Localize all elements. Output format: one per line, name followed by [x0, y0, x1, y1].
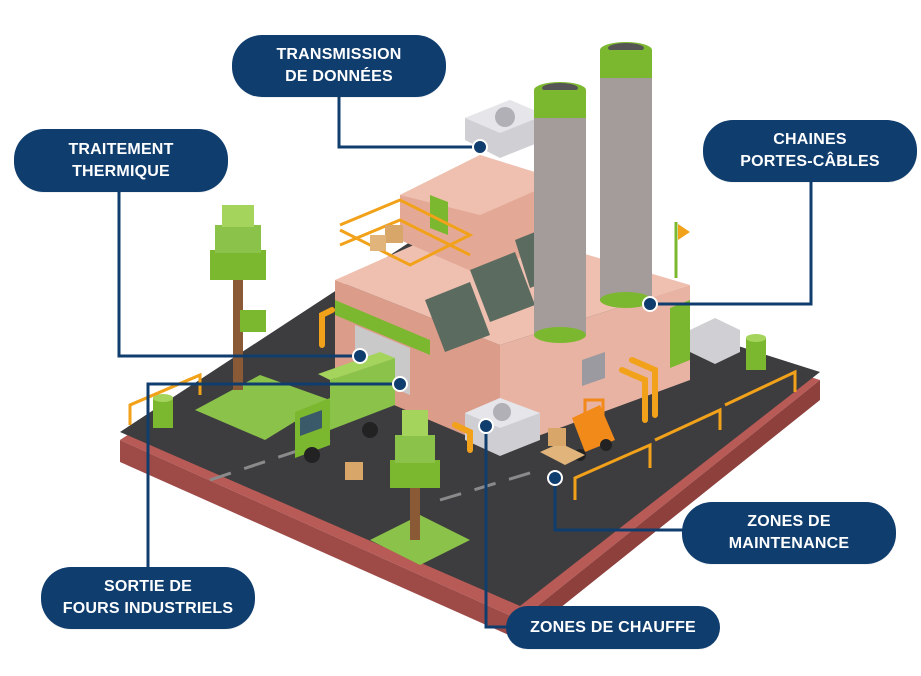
left-tank [153, 394, 173, 428]
control-box [582, 352, 605, 386]
tree-left [210, 205, 266, 390]
label-traitement-thermique: TRAITEMENT THERMIQUE [14, 129, 228, 192]
flag [674, 222, 690, 278]
label-transmission-donnees: TRANSMISSION DE DONNÉES [232, 35, 446, 97]
right-equipment [690, 318, 766, 370]
forklift [572, 398, 615, 461]
orange-pipes [319, 307, 658, 453]
tree-right [390, 410, 440, 540]
label-zones-maintenance: ZONES DE MAINTENANCE [682, 502, 896, 564]
roof-railing [339, 198, 474, 267]
connector-lines [117, 97, 813, 629]
truck [295, 352, 395, 463]
connector-dots [352, 139, 658, 486]
label-chaines-portes-cables: CHAINES PORTES-CÂBLES [703, 120, 917, 182]
chimneys [534, 42, 652, 343]
pallets [345, 225, 585, 480]
label-sortie-fours-industriels: SORTIE DE FOURS INDUSTRIELS [41, 567, 255, 629]
label-zones-chauffe: ZONES DE CHAUFFE [506, 606, 720, 649]
